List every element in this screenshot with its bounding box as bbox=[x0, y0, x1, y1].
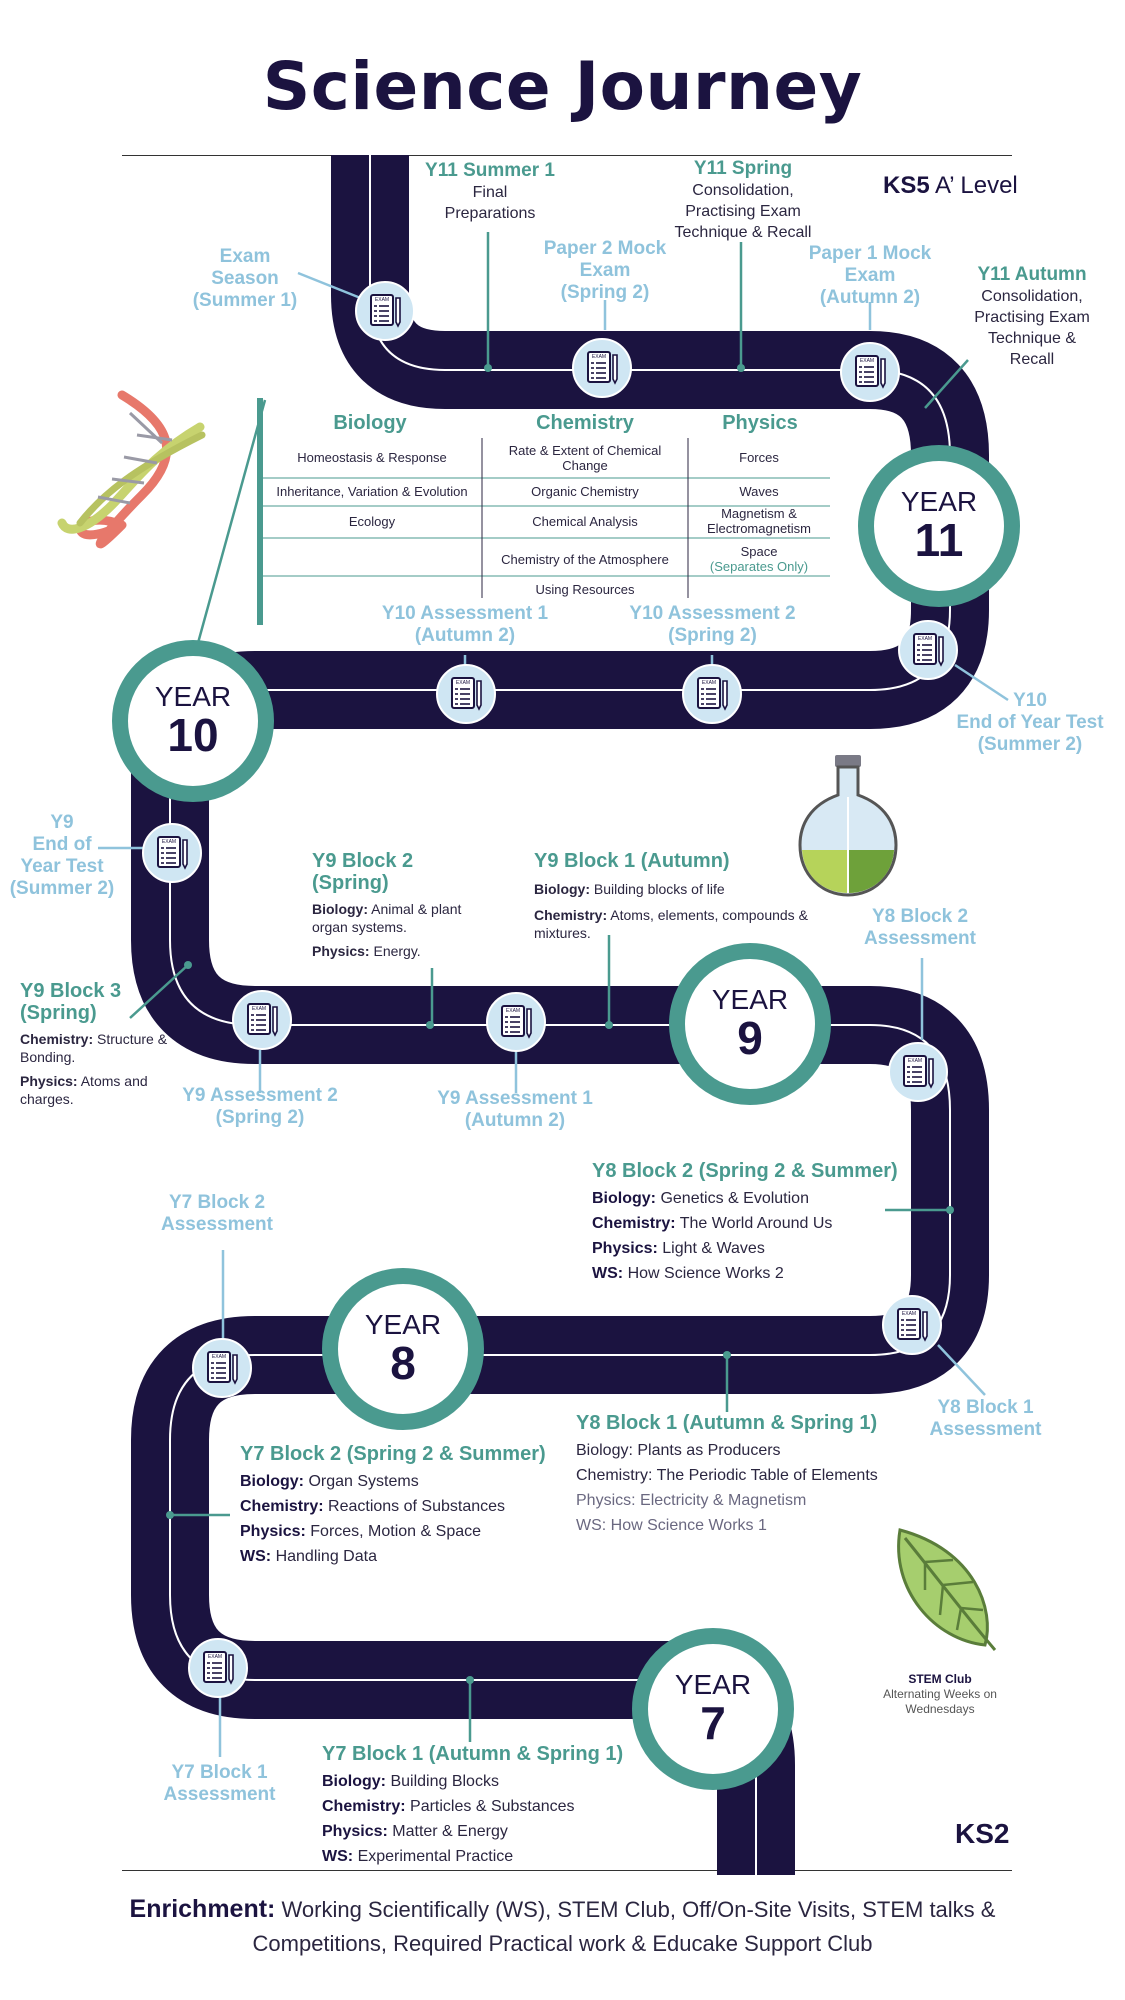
svg-text:EXAM: EXAM bbox=[918, 636, 932, 642]
exam-paper-icon: EXAM bbox=[355, 281, 415, 341]
connector-table-y10 bbox=[196, 399, 267, 644]
svg-text:EXAM: EXAM bbox=[592, 354, 606, 360]
phys-cell: Forces bbox=[739, 450, 779, 465]
paper2-mock-label: Paper 2 Mock Exam (Spring 2) bbox=[543, 238, 667, 303]
subject-table-grid bbox=[257, 398, 830, 625]
svg-text:EXAM: EXAM bbox=[908, 1058, 922, 1064]
svg-text:EXAM: EXAM bbox=[252, 1006, 266, 1012]
svg-text:EXAM: EXAM bbox=[902, 1311, 916, 1317]
y9-assessment1-label: Y9 Assessment 1 (Autumn 2) bbox=[437, 1088, 593, 1131]
connector-y10-eoy bbox=[954, 663, 1009, 702]
chem-cell: Chemical Analysis bbox=[532, 514, 638, 529]
bio-cell: Ecology bbox=[348, 514, 396, 529]
ks2-label: KS2 bbox=[955, 1818, 1010, 1849]
bio-cell: Homeostasis & Response bbox=[297, 450, 447, 465]
y9-block2-label: Y9 Block 2 (Spring) Biology: Animal & pl… bbox=[312, 850, 462, 959]
chem-cell: Organic Chemistry bbox=[531, 484, 639, 499]
y10-assessment1-label: Y10 Assessment 1 (Autumn 2) bbox=[381, 603, 549, 646]
y10-assessment2-label: Y10 Assessment 2 (Spring 2) bbox=[629, 603, 796, 646]
exam-paper-icon: EXAM bbox=[232, 990, 292, 1050]
top-divider bbox=[122, 155, 1012, 156]
exam-season-label: Exam Season (Summer 1) bbox=[192, 246, 298, 311]
exam-paper-icon: EXAM bbox=[682, 664, 742, 724]
y7-block1-assessment-label: Y7 Block 1 Assessment bbox=[163, 1762, 276, 1805]
y8-block2-assessment-label: Y8 Block 2 Assessment bbox=[864, 906, 976, 949]
paper1-mock-label: Paper 1 Mock Exam (Autumn 2) bbox=[808, 243, 932, 308]
y8-block1-label: Y8 Block 1 (Autumn & Spring 1) Biology: … bbox=[576, 1412, 878, 1534]
svg-text:EXAM: EXAM bbox=[208, 1654, 222, 1660]
svg-text:EXAM: EXAM bbox=[860, 358, 874, 364]
y7-block1-label: Y7 Block 1 (Autumn & Spring 1) Biology: … bbox=[322, 1743, 624, 1865]
exam-paper-icon: EXAM bbox=[188, 1638, 248, 1698]
exam-paper-icon: EXAM bbox=[898, 620, 958, 680]
svg-text:EXAM: EXAM bbox=[702, 680, 716, 686]
stem-club-note: STEM Club Alternating Weeks on Wednesday… bbox=[883, 1672, 997, 1716]
svg-text:EXAM: EXAM bbox=[506, 1008, 520, 1014]
svg-text:EXAM: EXAM bbox=[456, 680, 470, 686]
teal-connectors bbox=[129, 232, 969, 1742]
enrichment-footer: Enrichment: Working Scientifically (WS),… bbox=[129, 1895, 996, 1956]
dna-illustration bbox=[57, 390, 206, 549]
table-header-physics: Physics bbox=[722, 412, 798, 434]
connector-y11-autumn bbox=[924, 359, 969, 409]
page-title: Science Journey bbox=[262, 48, 863, 125]
svg-text:EXAM: EXAM bbox=[375, 297, 389, 303]
y9-block3-label: Y9 Block 3 (Spring) Chemistry: Structure… bbox=[20, 980, 168, 1107]
bio-cell: Inheritance, Variation & Evolution bbox=[276, 484, 468, 499]
bottom-divider bbox=[122, 1870, 1012, 1871]
y11-spring-label: Y11 Spring Consolidation, Practising Exa… bbox=[674, 158, 812, 241]
y7-block2-assessment-label: Y7 Block 2 Assessment bbox=[161, 1192, 273, 1235]
connector-dots bbox=[166, 364, 954, 1684]
table-header-chemistry: Chemistry bbox=[536, 412, 634, 434]
y9-eoy-label: Y9 End of Year Test (Summer 2) bbox=[9, 812, 115, 899]
phys-cell: Waves bbox=[739, 484, 779, 499]
phys-cell: Space(Separates Only) bbox=[709, 544, 809, 574]
svg-text:EXAM: EXAM bbox=[212, 1354, 226, 1360]
y9-assessment2-label: Y9 Assessment 2 (Spring 2) bbox=[182, 1085, 338, 1128]
connector-y8-b1-assess bbox=[937, 1344, 986, 1396]
chem-cell: Chemistry of the Atmosphere bbox=[501, 552, 669, 567]
ks5-label: KS5 A’ Level bbox=[883, 172, 1018, 199]
chem-cell: Using Resources bbox=[535, 582, 635, 597]
flask-illustration bbox=[798, 755, 898, 897]
y8-block1-assessment-label: Y8 Block 1 Assessment bbox=[929, 1397, 1042, 1440]
exam-paper-icon: EXAM bbox=[436, 664, 496, 724]
exam-paper-icon: EXAM bbox=[572, 338, 632, 398]
exam-paper-icon: EXAM bbox=[882, 1295, 942, 1355]
table-header-biology: Biology bbox=[333, 412, 407, 434]
y11-autumn-label: Y11 Autumn Consolidation, Practising Exa… bbox=[974, 264, 1090, 368]
svg-text:EXAM: EXAM bbox=[162, 839, 176, 845]
y11-summer1-label: Y11 Summer 1 Final Preparations bbox=[425, 160, 555, 222]
y10-eoy-label: Y10 End of Year Test (Summer 2) bbox=[956, 690, 1104, 755]
y9-block1-label: Y9 Block 1 (Autumn) Biology: Building bl… bbox=[534, 850, 808, 941]
connector-y9-block3 bbox=[129, 964, 189, 1019]
road-center-line bbox=[169, 155, 951, 1875]
phys-cell: Magnetism &Electromagnetism bbox=[706, 506, 812, 536]
exam-paper-icon: EXAM bbox=[486, 992, 546, 1052]
exam-paper-icon: EXAM bbox=[840, 342, 900, 402]
leaf-illustration bbox=[897, 1528, 997, 1651]
exam-paper-icon: EXAM bbox=[888, 1042, 948, 1102]
y8-block2-label: Y8 Block 2 (Spring 2 & Summer) Biology: … bbox=[592, 1160, 898, 1282]
exam-paper-icon: EXAM bbox=[192, 1338, 252, 1398]
exam-paper-icon: EXAM bbox=[142, 823, 202, 883]
y7-block2-label: Y7 Block 2 (Spring 2 & Summer) Biology: … bbox=[240, 1443, 546, 1565]
